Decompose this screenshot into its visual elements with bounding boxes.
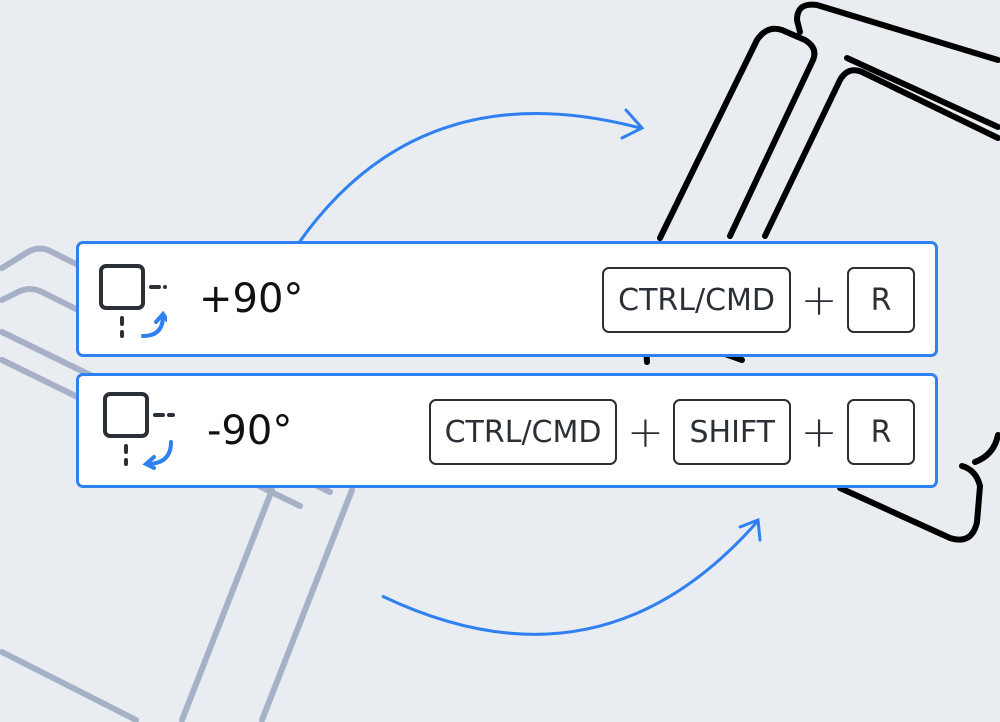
shortcut-keys: CTRL/CMD + SHIFT + R	[428, 398, 915, 466]
key-r: R	[847, 399, 915, 465]
key-shift: SHIFT	[673, 399, 791, 465]
rotate-counterclockwise-shortcut: -90° CTRL/CMD + SHIFT + R	[76, 373, 938, 488]
plus-sign: +	[800, 274, 838, 326]
rotation-angle: +90°	[199, 276, 304, 322]
counterclockwise-arrowhead	[738, 517, 762, 542]
counterclockwise-arrow	[381, 521, 759, 636]
rotation-angle: -90°	[207, 408, 293, 454]
clockwise-arrowhead	[620, 108, 645, 140]
rotate-clockwise-icon	[99, 264, 167, 338]
key-ctrl-cmd: CTRL/CMD	[428, 399, 618, 465]
rotate-counterclockwise-icon	[103, 392, 175, 470]
clockwise-arrow	[296, 112, 641, 245]
key-ctrl-cmd: CTRL/CMD	[602, 267, 791, 333]
shortcut-keys: CTRL/CMD + R	[602, 266, 915, 334]
plus-sign: +	[800, 406, 838, 458]
rotate-clockwise-shortcut: +90° CTRL/CMD + R	[76, 241, 938, 357]
plus-sign: +	[627, 406, 664, 458]
key-r: R	[847, 267, 915, 333]
